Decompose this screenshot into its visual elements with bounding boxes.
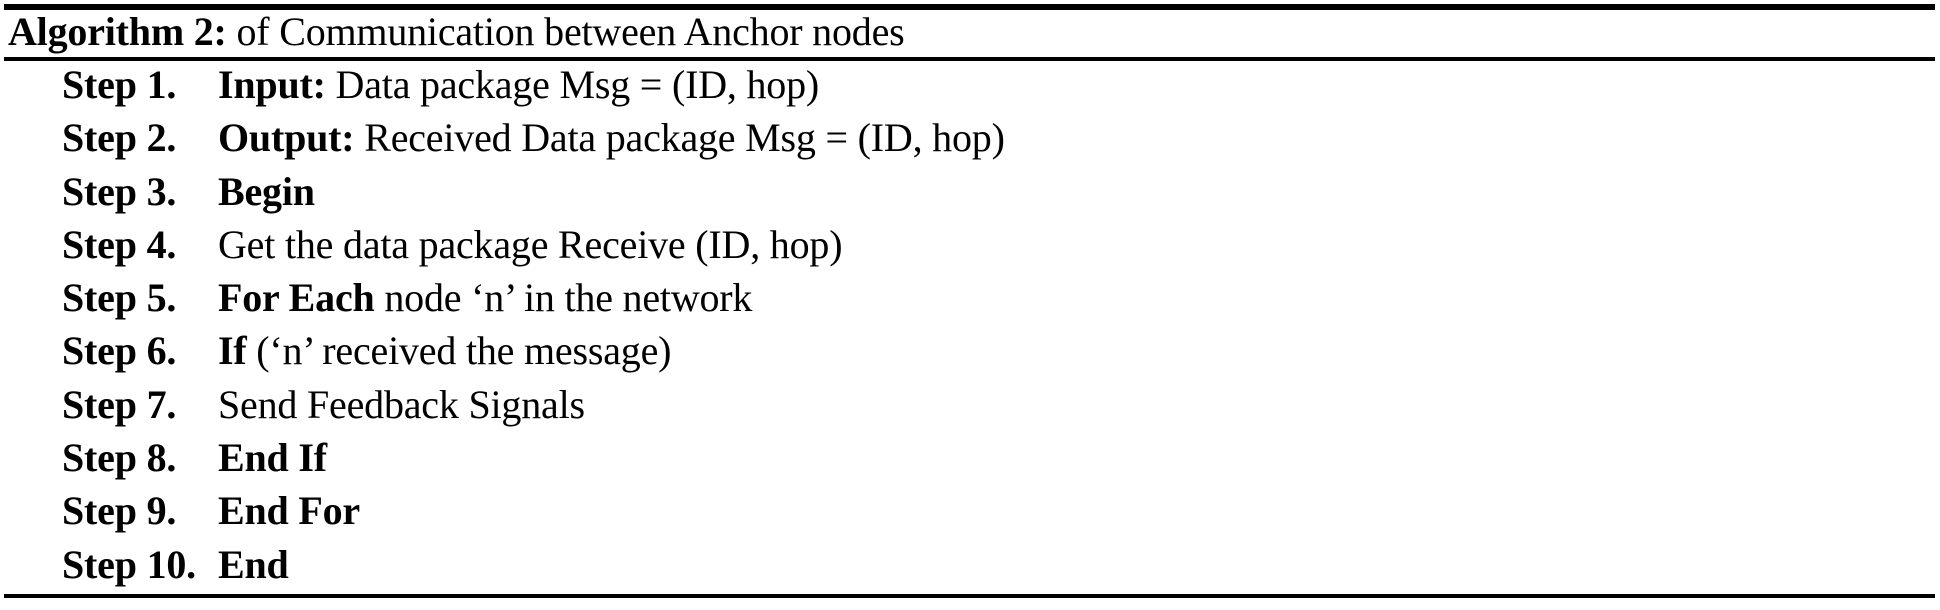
- step-body: Begin: [218, 168, 315, 215]
- step-label: Step 9.: [62, 488, 177, 534]
- step-row: Step 2. Output: Received Data package Ms…: [0, 114, 1940, 167]
- algorithm-title-caption: of Communication between Anchor nodes: [226, 9, 905, 54]
- step-label: Step 2.: [62, 115, 177, 161]
- step-body: Get the data package Receive (ID, hop): [218, 221, 843, 268]
- step-keyword: Output:: [218, 115, 355, 161]
- step-row: Step 4. Get the data package Receive (ID…: [0, 221, 1940, 274]
- step-row: Step 10. End: [0, 541, 1940, 594]
- step-keyword: Input:: [218, 62, 326, 107]
- step-body: Output: Received Data package Msg = (ID,…: [218, 114, 1005, 161]
- step-body: Input: Data package Msg = (ID, hop): [218, 61, 819, 108]
- step-body: If (‘n’ received the message): [218, 327, 671, 374]
- algorithm-title: Algorithm 2: of Communication between An…: [8, 9, 905, 55]
- step-keyword: Begin: [218, 168, 315, 214]
- step-row: Step 3. Begin: [0, 168, 1940, 221]
- step-label: Step 6.: [62, 328, 177, 374]
- step-text: Received Data package Msg = (ID, hop): [354, 115, 1005, 161]
- step-body: Send Feedback Signals: [218, 381, 585, 428]
- step-keyword: End: [218, 541, 289, 587]
- step-row: Step 8. End If: [0, 434, 1940, 487]
- step-label: Step 1.: [62, 62, 177, 107]
- step-label: Step 8.: [62, 435, 177, 481]
- step-label: Step 5.: [62, 275, 177, 321]
- step-body: End For: [218, 487, 360, 534]
- step-row: Step 1. Input: Data package Msg = (ID, h…: [0, 61, 1940, 114]
- step-row: Step 6. If (‘n’ received the message): [0, 327, 1940, 380]
- bottom-rule: [4, 594, 1935, 598]
- step-body: End: [218, 541, 289, 588]
- step-text: Get the data package Receive (ID, hop): [218, 221, 843, 267]
- step-text: Send Feedback Signals: [218, 381, 585, 427]
- step-body: For Each node ‘n’ in the network: [218, 274, 752, 321]
- step-text: node ‘n’ in the network: [374, 275, 753, 321]
- step-text: Data package Msg = (ID, hop): [325, 62, 820, 107]
- step-keyword: For Each: [218, 275, 375, 321]
- step-label: Step 10.: [62, 541, 196, 587]
- step-text: (‘n’ received the message): [246, 328, 672, 374]
- step-row: Step 7. Send Feedback Signals: [0, 381, 1940, 434]
- step-label: Step 3.: [62, 168, 177, 214]
- algorithm-title-label: Algorithm 2:: [8, 9, 227, 54]
- title-separator-rule: [4, 57, 1935, 61]
- step-label: Step 7.: [62, 381, 177, 427]
- step-body: End If: [218, 434, 327, 481]
- step-keyword: If: [218, 328, 247, 374]
- step-row: Step 5. For Each node ‘n’ in the network: [0, 274, 1940, 327]
- step-keyword: End For: [218, 488, 360, 534]
- algorithm-steps-list: Step 1. Input: Data package Msg = (ID, h…: [0, 61, 1940, 594]
- step-keyword: End If: [218, 435, 327, 481]
- step-row: Step 9. End For: [0, 487, 1940, 540]
- step-label: Step 4.: [62, 221, 177, 267]
- top-rule: [4, 4, 1935, 10]
